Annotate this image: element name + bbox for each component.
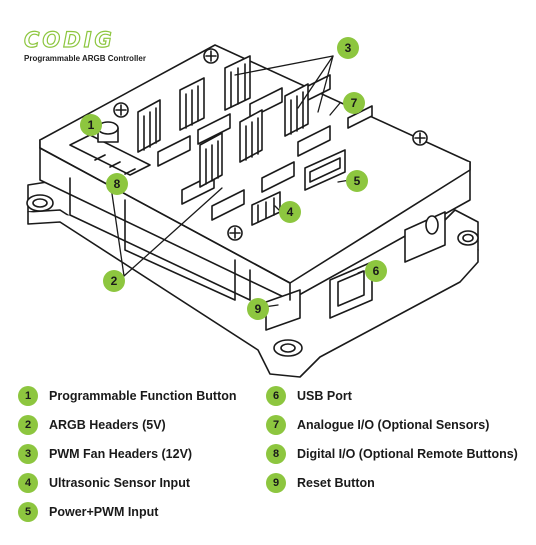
callout-number: 4 <box>287 205 294 219</box>
callout-badge: 6 <box>365 260 387 282</box>
legend-number-badge: 4 <box>18 473 38 493</box>
legend-item: 7 Analogue I/O (Optional Sensors) <box>266 414 489 436</box>
legend-item: 3 PWM Fan Headers (12V) <box>18 443 192 465</box>
legend-item: 2 ARGB Headers (5V) <box>18 414 166 436</box>
callout-circle <box>346 170 368 192</box>
pin-headers <box>137 55 309 188</box>
legend-item: 1 Programmable Function Button <box>18 385 237 407</box>
legend-number-badge: 7 <box>266 415 286 435</box>
callout-number: 7 <box>351 96 358 110</box>
legend-label: Power+PWM Input <box>49 505 159 519</box>
legend-item: 8 Digital I/O (Optional Remote Buttons) <box>266 443 518 465</box>
legend-label: USB Port <box>297 389 352 403</box>
callout-number: 9 <box>255 302 262 316</box>
callout-circle <box>343 92 365 114</box>
callout-number: 5 <box>354 174 361 188</box>
legend-label: Analogue I/O (Optional Sensors) <box>297 418 490 432</box>
mounting-ears <box>26 194 479 357</box>
callout-circle <box>103 270 125 292</box>
legend-item: 6 USB Port <box>266 385 352 407</box>
callout-badge: 4 <box>279 201 301 223</box>
callout-badge: 1 <box>80 114 102 136</box>
headers <box>69 74 373 226</box>
callout-circle <box>279 201 301 223</box>
legend-label: PWM Fan Headers (12V) <box>49 447 193 461</box>
legend-number-badge: 1 <box>18 386 38 406</box>
callout-circle <box>247 298 269 320</box>
legend-number-badge: 9 <box>266 473 286 493</box>
callout-badge: 9 <box>247 298 269 320</box>
screws <box>113 48 428 241</box>
callout-circle <box>365 260 387 282</box>
legend-number-badge: 6 <box>266 386 286 406</box>
legend-label: Programmable Function Button <box>49 389 237 403</box>
legend-item: 9 Reset Button <box>266 472 375 494</box>
callout-number: 8 <box>114 177 121 191</box>
brand-subtitle: Programmable ARGB Controller <box>24 54 146 63</box>
callout-badge: 8 <box>106 173 128 195</box>
callout-number: 6 <box>373 264 380 278</box>
legend-label: Digital I/O (Optional Remote Buttons) <box>297 447 518 461</box>
legend-number-badge: 3 <box>18 444 38 464</box>
callout-number: 3 <box>345 41 352 55</box>
callout-number: 1 <box>88 118 95 132</box>
legend-number-badge: 2 <box>18 415 38 435</box>
legend-item: 5 Power+PWM Input <box>18 501 158 523</box>
callout-number: 2 <box>111 274 118 288</box>
legend-number-badge: 5 <box>18 502 38 522</box>
function-button <box>97 121 119 143</box>
callout-badge: 3 <box>337 37 359 59</box>
legend-number-badge: 8 <box>266 444 286 464</box>
callout-circle <box>80 114 102 136</box>
callout-circle <box>337 37 359 59</box>
legend-label: Ultrasonic Sensor Input <box>49 476 190 490</box>
legend-label: ARGB Headers (5V) <box>49 418 166 432</box>
callout-badge: 2 <box>103 270 125 292</box>
callout-badge: 5 <box>346 170 368 192</box>
callout-badge: 7 <box>343 92 365 114</box>
brand-logo: CODIG <box>23 27 115 52</box>
legend-label: Reset Button <box>297 476 375 490</box>
callout-circle <box>106 173 128 195</box>
legend-item: 4 Ultrasonic Sensor Input <box>18 472 190 494</box>
